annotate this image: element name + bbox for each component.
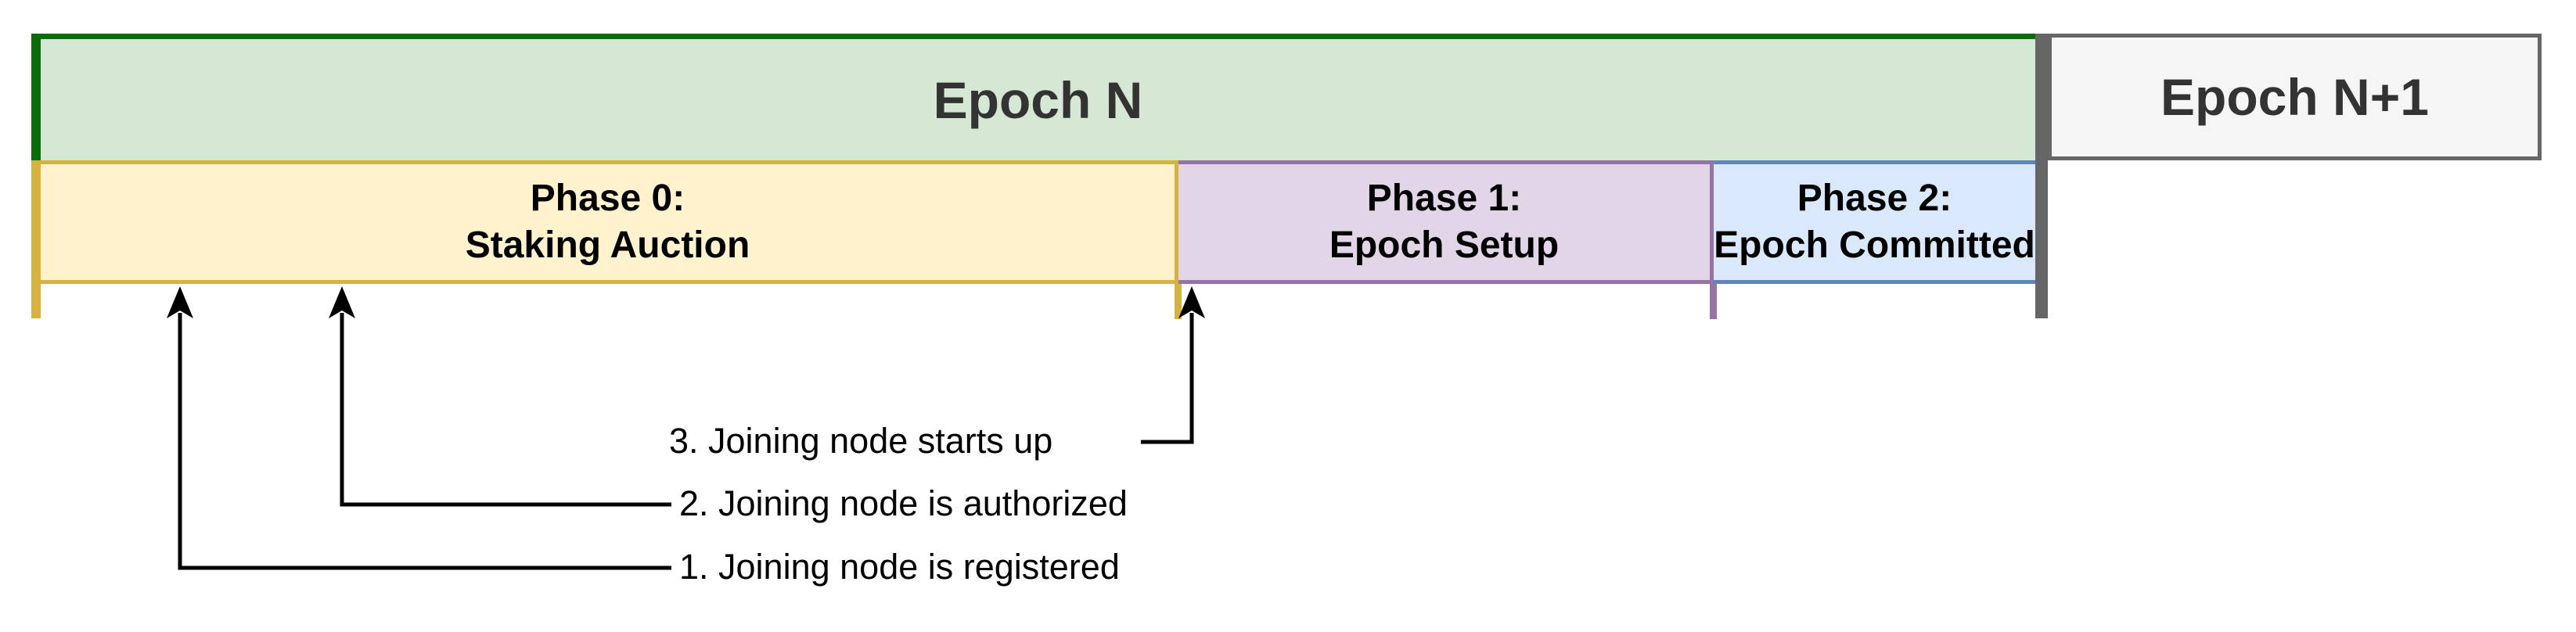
arrowhead-up-icon [329, 286, 355, 318]
epoch-n1-bar: Epoch N+1 [2048, 34, 2542, 160]
epoch-boundary-divider [2035, 34, 2048, 318]
phase-2-title: Phase 2: [1797, 178, 1952, 219]
event-label-2: 2. Joining node is authorized [679, 483, 1128, 523]
phase-1-subtitle: Epoch Setup [1329, 224, 1560, 266]
event-arrow-2 [329, 286, 671, 507]
phase-0-subtitle: Staking Auction [465, 224, 750, 266]
epoch-n-label: Epoch N [933, 70, 1143, 129]
arrowhead-up-icon [1178, 286, 1205, 318]
phase-0-box: Phase 0: Staking Auction [31, 160, 1178, 284]
epoch-start-tick [31, 284, 41, 318]
event-label-3: 3. Joining node starts up [669, 420, 1053, 461]
phase-1-end-tick [1710, 284, 1717, 319]
epoch-n-bar: Epoch N [31, 34, 2035, 160]
phase-0-end-tick [1175, 284, 1182, 319]
phase-1-title: Phase 1: [1366, 178, 1522, 219]
event-arrow-3 [1141, 286, 1205, 444]
phase-1-box: Phase 1: Epoch Setup [1178, 160, 1714, 284]
event-arrow-1 [167, 286, 671, 570]
arrowhead-up-icon [167, 286, 193, 318]
epoch-n1-label: Epoch N+1 [2160, 68, 2429, 126]
phase-2-subtitle: Epoch Committed [1714, 224, 2035, 266]
phase-2-box: Phase 2: Epoch Committed [1714, 160, 2035, 284]
event-label-1: 1. Joining node is registered [679, 546, 1120, 587]
phase-0-title: Phase 0: [530, 178, 685, 219]
